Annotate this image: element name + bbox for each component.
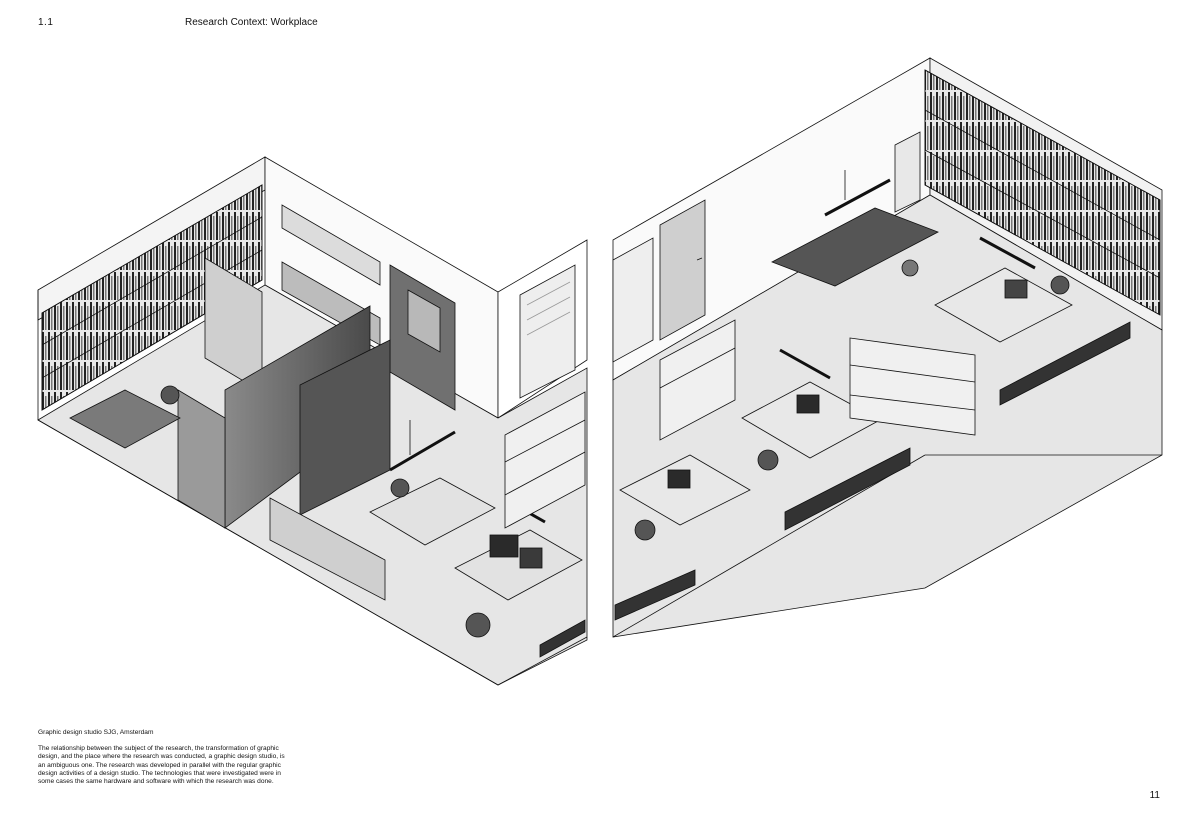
caption-body: The relationship between the subject of …	[38, 745, 285, 786]
section-number: 1.1	[38, 17, 54, 28]
left-room	[37, 156, 588, 686]
caption: Graphic design studio SJG, Amsterdam The…	[38, 729, 288, 786]
page-number: 11	[1149, 790, 1160, 801]
caption-title: Graphic design studio SJG, Amsterdam	[38, 729, 154, 736]
right-room	[612, 57, 1163, 638]
section-title: Research Context: Workplace	[185, 17, 318, 28]
